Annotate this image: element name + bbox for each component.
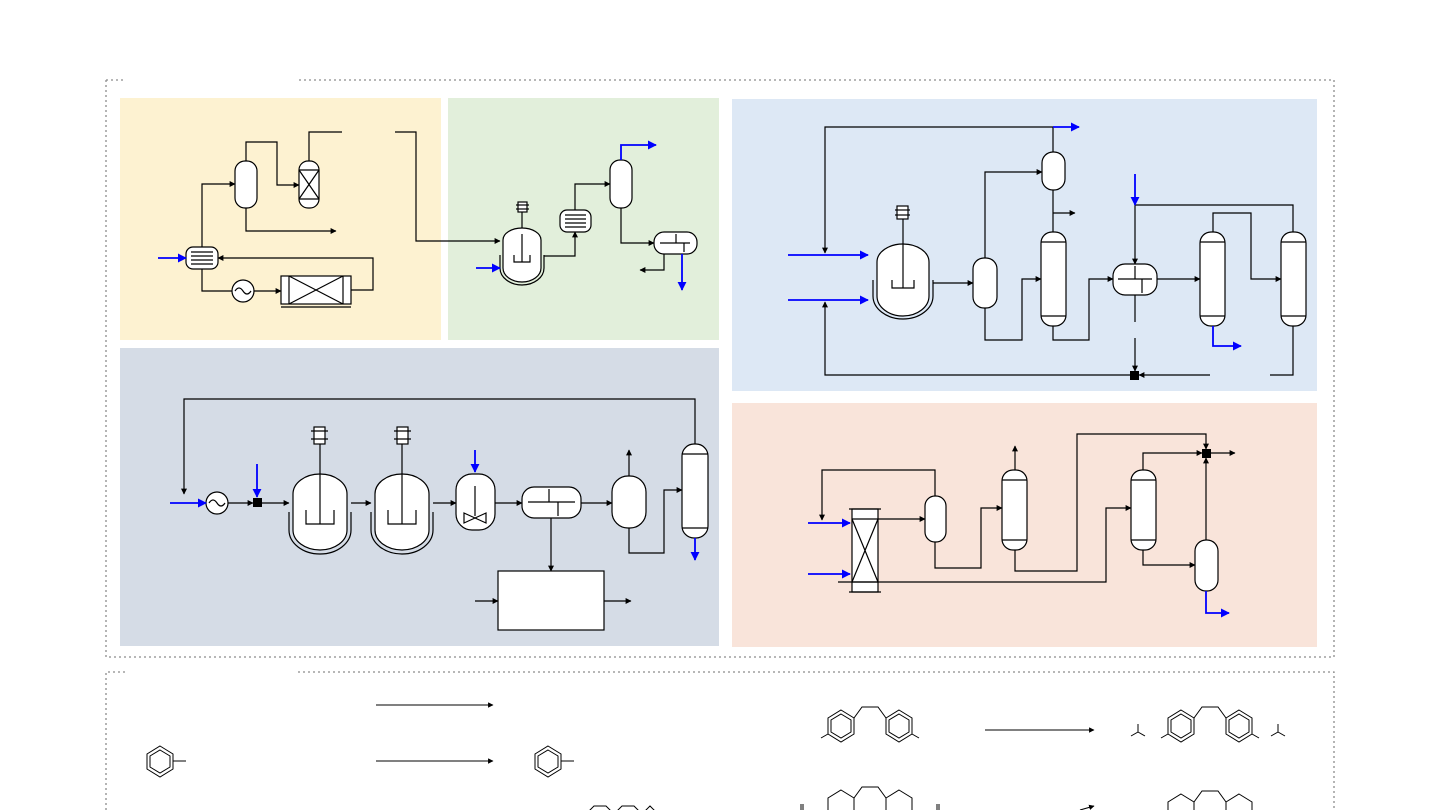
panel-5-lines: [819, 433, 1236, 583]
panel-1-lines: [201, 131, 501, 294]
packed-reactor-icon: [298, 160, 320, 209]
panel-2-streams: [476, 140, 687, 291]
column-vessel-icon: [1199, 231, 1226, 327]
column-vessel-icon: [609, 159, 633, 209]
heat-exchanger-icon: [185, 246, 219, 270]
mixing-node-icon: [1130, 371, 1139, 380]
panel-4-lines: [181, 398, 696, 604]
column-vessel-icon: [924, 495, 947, 543]
mixing-node-icon: [1202, 449, 1211, 458]
panel-5-streams: [808, 518, 1230, 618]
dashed-frame-top: [105, 79, 1335, 658]
column-vessel-icon: [234, 160, 258, 209]
column-vessel-icon: [681, 443, 709, 539]
settler-icon: [653, 231, 698, 255]
column-vessel-icon: [1041, 151, 1066, 191]
stirred-tank-icon: [455, 473, 496, 531]
static-mixer-icon: [559, 209, 592, 233]
panel-2-lines: [544, 181, 665, 273]
panel-4-equipment: [205, 426, 709, 631]
heater-icon: [231, 279, 255, 303]
panel-5-equipment: [849, 469, 1219, 593]
process-unit-box: [497, 570, 605, 631]
catalytic-reactor-icon: [280, 275, 352, 308]
polycyclic-icon: [589, 786, 1253, 810]
reaction-arrows: [376, 702, 1095, 810]
dashed-frame-bottom: [105, 671, 1335, 810]
column-vessel-icon: [1280, 231, 1307, 327]
stirred-tank-icon: [288, 426, 352, 555]
stirred-tank-icon: [499, 201, 545, 286]
mixing-node-icon: [253, 498, 262, 507]
panel-top-right: [732, 99, 1317, 391]
heater-icon: [205, 491, 229, 515]
toluene-icon: [146, 745, 186, 778]
panel-4-streams: [170, 450, 700, 561]
packed-reactor-icon: [849, 508, 881, 593]
column-vessel-icon: [611, 475, 647, 529]
diphenylmethane-icon: [820, 706, 920, 743]
column-vessel-icon: [1194, 539, 1219, 592]
panel-3-streams: [788, 122, 1242, 351]
settler-icon: [521, 486, 582, 519]
molecules: [146, 706, 1286, 810]
settler-icon: [1112, 263, 1158, 296]
column-vessel-icon: [1130, 469, 1157, 551]
panel-3-lines: [822, 126, 1294, 378]
diphenylmethane-icon: [1160, 706, 1260, 743]
column-vessel-icon: [1001, 469, 1028, 551]
panel-3-equipment: [872, 151, 1307, 327]
stirred-tank-icon: [370, 426, 434, 555]
column-vessel-icon: [1040, 231, 1067, 327]
column-vessel-icon: [972, 257, 998, 309]
stirred-tank-icon: [872, 205, 934, 320]
diisocyanate-icon: [1130, 724, 1286, 737]
toluene-icon: [534, 745, 574, 778]
